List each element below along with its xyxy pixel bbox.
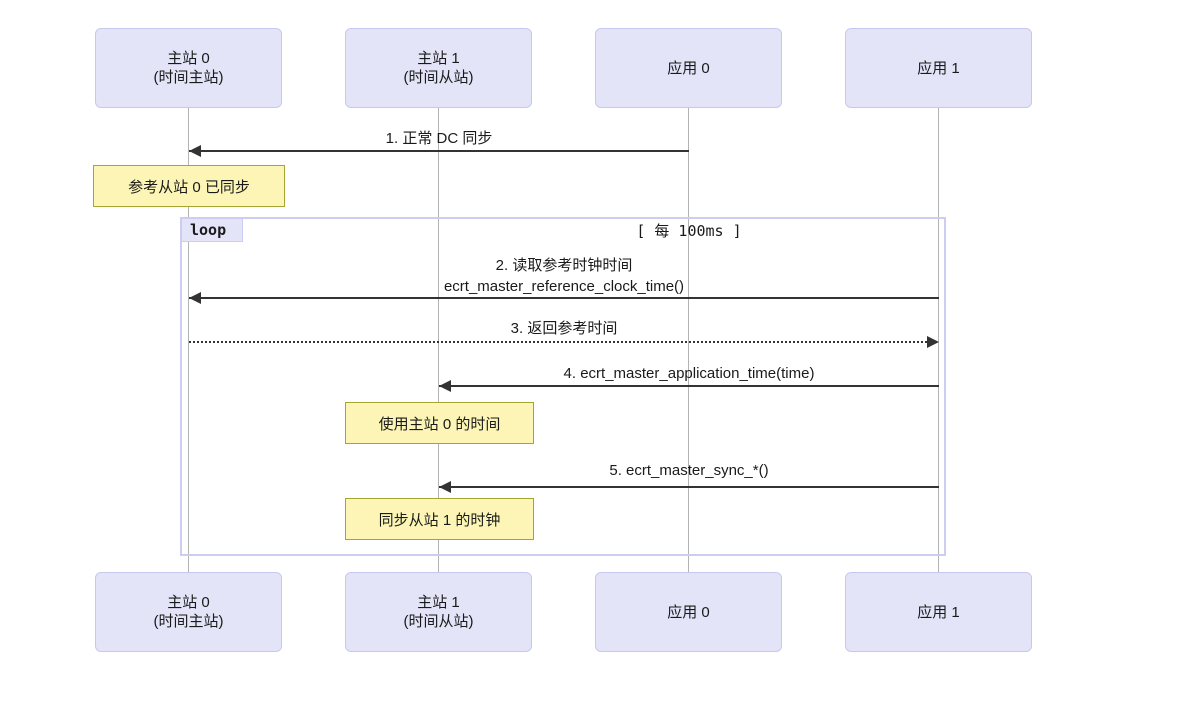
participant-app0-bottom[interactable]: 应用 0 [595,572,782,652]
loop-label-text: loop [190,221,227,239]
message-4-label: 4. ecrt_master_application_time(time) [563,365,815,382]
participant-name: 应用 0 [667,603,710,621]
note-text: 使用主站 0 的时间 [378,415,501,433]
loop-fragment [180,217,946,556]
participant-subtitle: (时间从站) [403,69,474,86]
message-5-arrowhead [439,481,451,493]
message-3-line [189,341,927,343]
message-2-arrowhead [189,292,201,304]
note-sync-slave1-clock: 同步从站 1 的时钟 [345,498,534,540]
participant-name: 应用 0 [667,59,710,77]
participant-master0-bottom[interactable]: 主站 0 (时间主站) [95,572,282,652]
participant-name: 应用 1 [917,603,960,621]
message-1-label: 1. 正常 DC 同步 [385,130,493,147]
loop-fragment-label: loop [181,218,244,242]
message-1-line [189,150,689,152]
participant-name: 主站 0 [167,594,210,611]
participant-app1-top[interactable]: 应用 1 [845,28,1032,108]
loop-fragment-condition: [ 每 100ms ] [406,220,972,241]
message-3-arrowhead [927,336,939,348]
participant-master1-bottom[interactable]: 主站 1 (时间从站) [345,572,532,652]
message-2-line [189,297,939,299]
message-4-arrowhead [439,380,451,392]
participant-subtitle: (时间主站) [153,613,224,630]
participant-master0-top[interactable]: 主站 0 (时间主站) [95,28,282,108]
participant-app0-top[interactable]: 应用 0 [595,28,782,108]
note-reference-slave-synced: 参考从站 0 已同步 [93,165,285,207]
participant-name: 主站 1 [417,594,460,611]
loop-condition-text: [ 每 100ms ] [636,222,742,240]
message-2-label-line1: 2. 读取参考时钟时间 [495,257,633,274]
lifeline-master0 [188,108,189,576]
note-use-master0-time: 使用主站 0 的时间 [345,402,534,444]
participant-subtitle: (时间从站) [403,613,474,630]
note-text: 同步从站 1 的时钟 [378,511,501,529]
note-text: 参考从站 0 已同步 [128,178,250,196]
participant-name: 应用 1 [917,59,960,77]
message-2-label-line2: ecrt_master_reference_clock_time() [443,278,685,295]
participant-master1-top[interactable]: 主站 1 (时间从站) [345,28,532,108]
participant-subtitle: (时间主站) [153,69,224,86]
message-3-label: 3. 返回参考时间 [510,320,618,337]
message-5-label: 5. ecrt_master_sync_*() [609,462,769,479]
participant-name: 主站 1 [417,50,460,67]
participant-name: 主站 0 [167,50,210,67]
message-5-line [439,486,939,488]
message-1-arrowhead [189,145,201,157]
message-4-line [439,385,939,387]
participant-app1-bottom[interactable]: 应用 1 [845,572,1032,652]
